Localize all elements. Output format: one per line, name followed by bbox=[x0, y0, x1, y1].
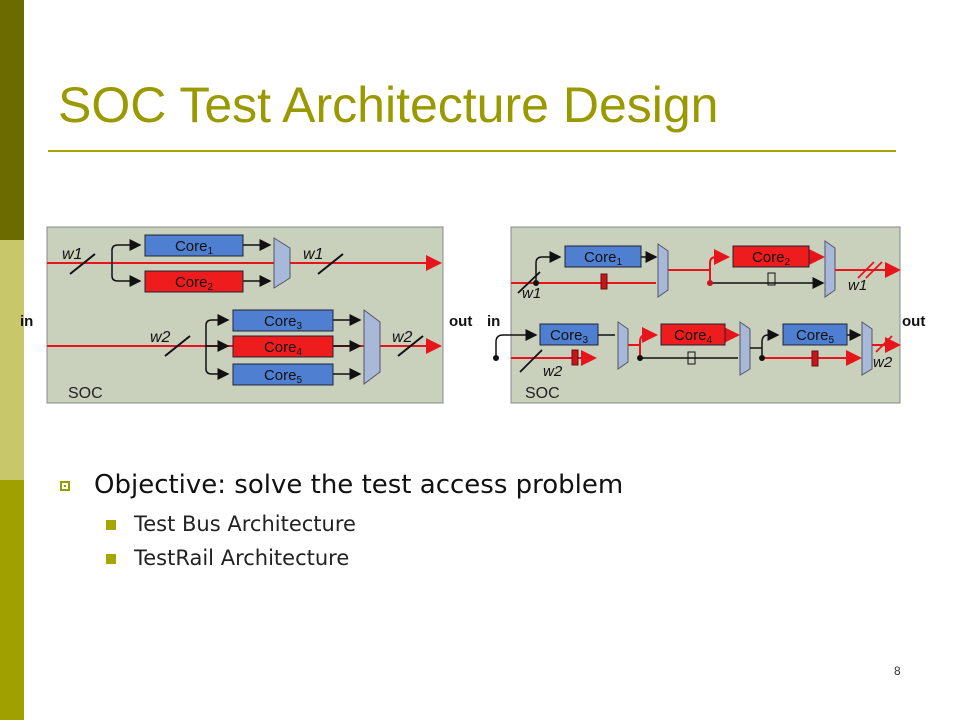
left-w1-label-in: w1 bbox=[62, 246, 82, 263]
right-core-4-label: Core4 bbox=[674, 327, 713, 346]
sub-bullet-square-icon bbox=[106, 520, 116, 530]
left-core-3 bbox=[232, 309, 334, 332]
right-mux-5 bbox=[861, 321, 873, 376]
left-core-2 bbox=[144, 270, 244, 293]
right-core-5 bbox=[782, 323, 848, 346]
right-w2-label-in: w2 bbox=[543, 363, 563, 380]
left-core-2-label: Core2 bbox=[175, 274, 214, 293]
left-w1-slash-out bbox=[317, 253, 344, 275]
right-core-3 bbox=[539, 323, 599, 346]
test-bus-diagram: SOC in out w1 w1 w2 w2 Core1 Core2 bbox=[20, 226, 472, 404]
right-core-4 bbox=[660, 323, 726, 346]
right-reg-4-open bbox=[687, 351, 696, 365]
left-mux-top bbox=[273, 237, 291, 289]
left-mux-bottom bbox=[363, 309, 381, 385]
sub-bullet-square-icon bbox=[106, 554, 116, 564]
left-core-5-label: Core5 bbox=[264, 367, 303, 386]
right-in-label: in bbox=[487, 313, 500, 330]
sidebar-band-bottom bbox=[0, 480, 24, 720]
right-reg-1 bbox=[600, 273, 608, 290]
right-core-5-label: Core5 bbox=[796, 327, 835, 346]
right-core-2-label: Core2 bbox=[752, 249, 791, 268]
left-w1-slash-in bbox=[69, 253, 96, 275]
page-number: 8 bbox=[894, 664, 901, 678]
left-w2-slash-in bbox=[164, 335, 191, 357]
left-w2-slash-out bbox=[397, 335, 424, 357]
left-core-1 bbox=[144, 234, 244, 257]
left-w2-label-in: w2 bbox=[150, 329, 171, 346]
right-core-1 bbox=[564, 245, 642, 268]
right-soc-label: SOC bbox=[525, 385, 560, 402]
right-out-label: out bbox=[902, 313, 925, 330]
slide-title: SOC Test Architecture Design bbox=[58, 77, 719, 133]
sub-bullet-2-text: TestRail Architecture bbox=[134, 546, 350, 570]
right-reg-2-open bbox=[767, 272, 776, 286]
right-mux-3 bbox=[617, 321, 629, 370]
right-core-1-label: Core1 bbox=[584, 249, 623, 268]
right-mux-4 bbox=[739, 321, 751, 376]
left-w1-label-out: w1 bbox=[303, 246, 323, 263]
bullet-main-text: Objective: solve the test access problem bbox=[94, 470, 624, 500]
bullet-square-icon bbox=[60, 481, 70, 491]
right-core-3-label: Core3 bbox=[550, 327, 589, 346]
title-rule bbox=[48, 150, 896, 152]
right-w1-label-out: w1 bbox=[848, 277, 867, 294]
left-in-label: in bbox=[20, 313, 33, 330]
right-reg-5 bbox=[811, 350, 819, 367]
left-core-4-label: Core4 bbox=[264, 339, 303, 358]
sub-bullet-1-text: Test Bus Architecture bbox=[134, 512, 356, 536]
left-out-label: out bbox=[449, 313, 472, 330]
testrail-diagram: SOC in out w1 w1 bbox=[487, 226, 925, 404]
sidebar-band-top bbox=[0, 0, 24, 240]
right-w1-label-in: w1 bbox=[522, 285, 541, 302]
right-mux-2 bbox=[824, 240, 836, 298]
left-soc-label: SOC bbox=[68, 385, 103, 402]
right-core-2 bbox=[732, 245, 810, 268]
left-core-1-label: Core1 bbox=[175, 238, 214, 257]
left-core-5 bbox=[232, 363, 334, 386]
left-core-3-label: Core3 bbox=[264, 313, 303, 332]
sidebar-band-middle bbox=[0, 240, 24, 480]
right-reg-3 bbox=[571, 349, 579, 366]
left-w2-label-out: w2 bbox=[392, 329, 413, 346]
left-core-4 bbox=[232, 335, 334, 358]
right-mux-1 bbox=[657, 243, 669, 298]
right-w2-label-out: w2 bbox=[873, 354, 893, 371]
